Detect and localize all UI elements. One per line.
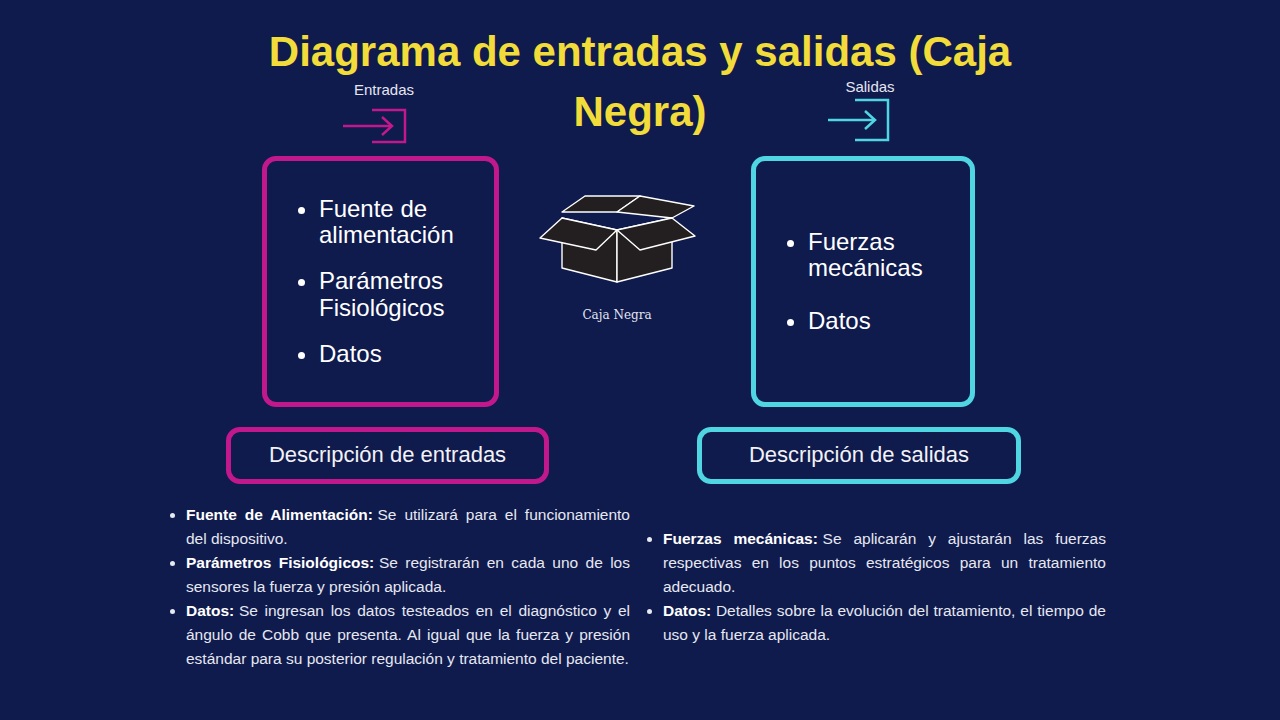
bullet-item: Fuente de alimentación — [319, 196, 494, 249]
description-term: Fuerzas mecánicas: — [663, 530, 823, 547]
input-descriptions: Fuente de Alimentación:Se utilizará para… — [168, 503, 630, 671]
diagram-title: Diagrama de entradas y salidas (Caja Neg… — [230, 22, 1050, 142]
description-term: Datos: — [663, 602, 716, 619]
bullet-list: Fuente de alimentaciónParámetros Fisioló… — [267, 196, 494, 368]
description-item: Datos:Se ingresan los datos testeados en… — [186, 599, 630, 671]
description-term: Datos: — [186, 602, 239, 619]
box-heading: Descripción de salidas — [749, 442, 969, 468]
bullet-text: Datos — [319, 340, 382, 367]
description-item: Datos:Detalles sobre la evolución del tr… — [663, 599, 1106, 647]
description-heading-box: Descripción de entradas — [226, 427, 549, 484]
description-item: Fuente de Alimentación:Se utilizará para… — [186, 503, 630, 551]
description-text: Se ingresan los datos testeados en el di… — [186, 602, 630, 667]
bullet-text: Datos — [808, 307, 871, 334]
illustration-caption: Caja Negra — [567, 308, 667, 322]
input-icon-head — [382, 117, 392, 135]
output-icon-shaft — [828, 119, 874, 122]
box-heading: Descripción de entradas — [269, 442, 506, 468]
output-icon — [828, 100, 888, 140]
description-term: Fuente de Alimentación: — [186, 506, 377, 523]
output-icon-head — [865, 111, 875, 129]
input-icon-shaft — [343, 125, 391, 128]
box-back-flap — [617, 196, 694, 218]
box-right-flap — [617, 218, 695, 250]
icon-caption: Entradas — [334, 81, 434, 98]
bullet-item: Datos — [808, 308, 970, 334]
bullet-item: Parámetros Fisiológicos — [319, 268, 494, 321]
icon-caption: Salidas — [820, 78, 920, 95]
bullet-text: Parámetros Fisiológicos — [319, 267, 444, 320]
description-item: Parámetros Fisiológicos:Se registrarán e… — [186, 551, 630, 599]
bullet-text: Fuente de alimentación — [319, 195, 454, 248]
bullet-item: Fuerzas mecánicas — [808, 229, 970, 282]
description-term: Parámetros Fisiológicos: — [186, 554, 379, 571]
open-box-illustration — [540, 196, 695, 282]
input-output-box: Fuente de alimentaciónParámetros Fisioló… — [262, 156, 499, 407]
bullet-item: Datos — [319, 341, 494, 367]
description-heading-box: Descripción de salidas — [697, 427, 1021, 484]
description-text: Detalles sobre la evolución del tratamie… — [663, 602, 1106, 643]
output-descriptions: Fuerzas mecánicas:Se aplicarán y ajustar… — [645, 527, 1106, 647]
input-icon — [343, 110, 405, 142]
bullet-text: Fuerzas mecánicas — [808, 228, 923, 281]
input-output-box: Fuerzas mecánicasDatos — [751, 156, 975, 407]
description-item: Fuerzas mecánicas:Se aplicarán y ajustar… — [663, 527, 1106, 599]
box-left-flap — [540, 218, 617, 250]
bullet-list: Fuerzas mecánicasDatos — [756, 229, 970, 334]
